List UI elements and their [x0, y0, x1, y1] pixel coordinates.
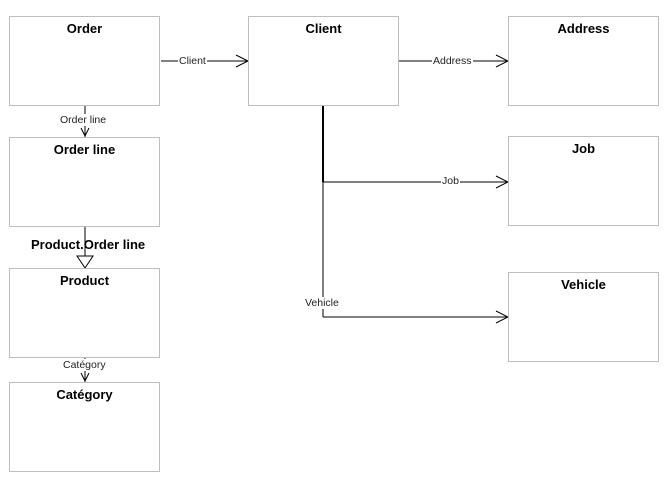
- entity-vehicle-title: Vehicle: [561, 277, 606, 292]
- entity-category-title: Catégory: [56, 387, 113, 402]
- entity-job-title: Job: [571, 141, 596, 156]
- client-job-connector: [323, 175, 510, 189]
- relation-label-client-vehicle: Vehicle: [304, 297, 340, 309]
- entity-client-title: Client: [305, 21, 342, 36]
- relation-label-client-address: Address: [432, 55, 473, 67]
- entity-address[interactable]: Address: [508, 16, 659, 106]
- relation-label-client-job: Job: [441, 175, 460, 187]
- entity-category[interactable]: Catégory: [9, 382, 160, 472]
- relation-label-order-client: Client: [178, 55, 207, 67]
- entity-vehicle[interactable]: Vehicle: [508, 272, 659, 362]
- entity-order-line[interactable]: Order line: [9, 137, 160, 227]
- relation-label-product-category: Catégory: [62, 359, 107, 371]
- entity-order-title: Order: [66, 21, 103, 36]
- entity-product-title: Product: [59, 273, 110, 288]
- client-vehicle-connector: [323, 310, 510, 324]
- inheritance-connector: [76, 227, 94, 269]
- entity-order[interactable]: Order: [9, 16, 160, 106]
- entity-order-line-title: Order line: [53, 142, 116, 157]
- entity-product[interactable]: Product: [9, 268, 160, 358]
- relation-label-order-orderline: Order line: [59, 114, 108, 126]
- inheritance-label: Product.Order line: [31, 237, 146, 252]
- entity-client[interactable]: Client: [248, 16, 399, 106]
- entity-job[interactable]: Job: [508, 136, 659, 226]
- entity-address-title: Address: [557, 21, 610, 36]
